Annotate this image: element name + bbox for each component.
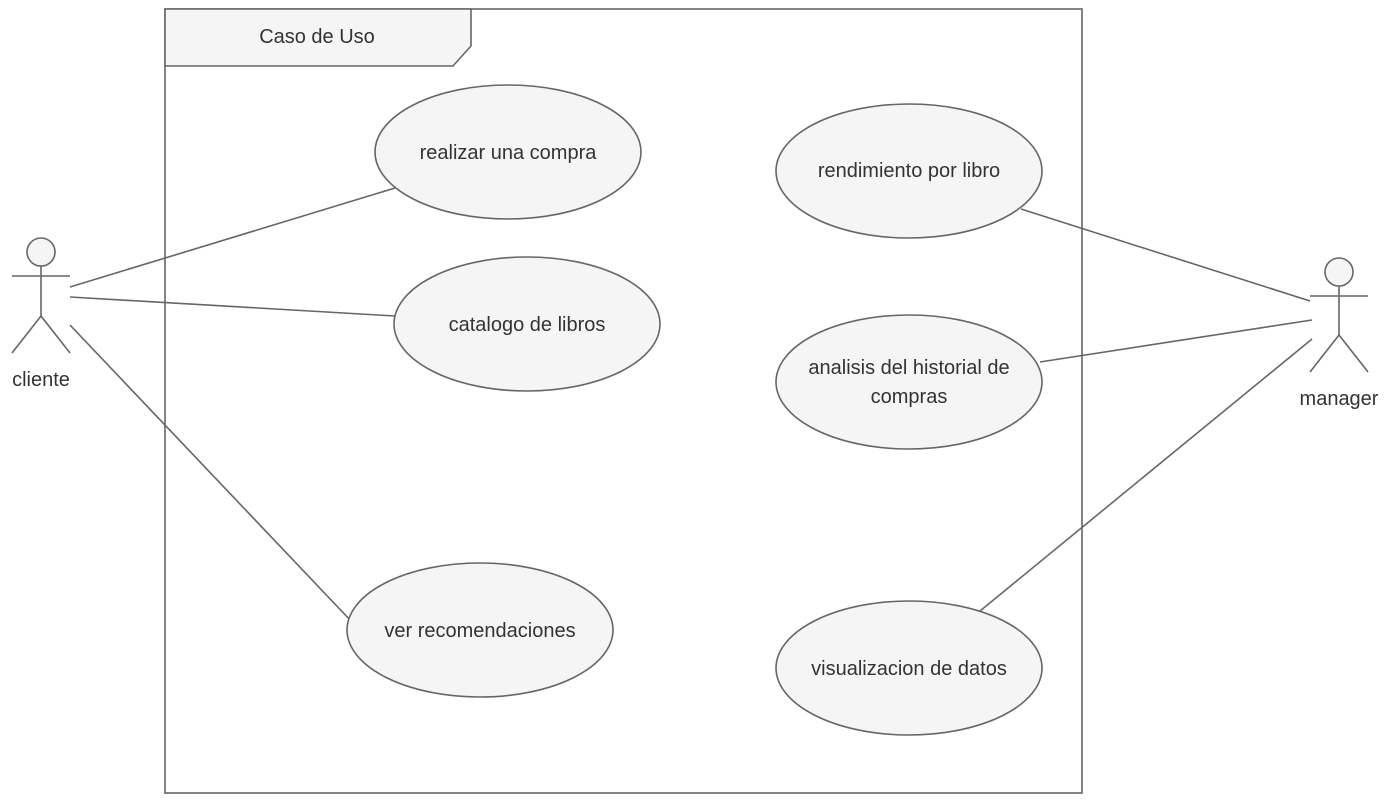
use-case-historial[interactable]: analisis del historial de compras: [775, 314, 1043, 450]
associations: [69, 187, 1313, 623]
actor-label: manager: [1300, 388, 1379, 410]
actor-manager[interactable]: manager: [1300, 257, 1379, 410]
use-case-label: rendimiento por libro: [818, 160, 1000, 182]
use-case-realizar-compra[interactable]: realizar una compra: [374, 84, 642, 220]
association-cliente-recomendaciones: [69, 324, 353, 623]
use-case-ellipse: [346, 562, 614, 698]
use-case-visualizacion[interactable]: visualizacion de datos: [775, 600, 1043, 736]
use-case-ellipse: [374, 84, 642, 220]
boundary-title-tab: [164, 8, 472, 67]
association-cliente-realizar-compra: [69, 187, 396, 288]
actor-head: [1324, 257, 1354, 287]
association-manager-visualizacion: [979, 338, 1313, 612]
actor-cliente[interactable]: cliente: [11, 237, 71, 391]
use-case-rendimiento[interactable]: rendimiento por libro: [775, 103, 1043, 239]
actor-right-leg: [40, 315, 71, 354]
actor-right-leg: [1338, 334, 1369, 373]
use-case-label: realizar una compra: [420, 142, 598, 164]
use-case-ellipse: [393, 256, 661, 392]
use-case-label: catalogo de libros: [449, 314, 606, 336]
use-case-ellipse: [775, 103, 1043, 239]
use-case-catalogo[interactable]: catalogo de libros: [393, 256, 661, 392]
use-case-label-line-1: analisis del historial de: [808, 357, 1009, 379]
actor-head: [26, 237, 56, 267]
association-manager-rendimiento: [1020, 208, 1311, 302]
actor-left-leg: [11, 315, 42, 354]
association-cliente-catalogo: [69, 296, 396, 317]
use-case-ellipse: [775, 600, 1043, 736]
use-case-label-line-2: compras: [871, 386, 948, 408]
use-case-recomendaciones[interactable]: ver recomendaciones: [346, 562, 614, 698]
use-case-label: ver recomendaciones: [384, 620, 575, 642]
use-case-label: visualizacion de datos: [811, 658, 1007, 680]
association-manager-historial: [1039, 319, 1313, 363]
actor-left-leg: [1309, 334, 1340, 373]
boundary-title: Caso de Uso: [259, 26, 375, 48]
actor-label: cliente: [12, 369, 70, 391]
use-case-ellipse: [775, 314, 1043, 450]
